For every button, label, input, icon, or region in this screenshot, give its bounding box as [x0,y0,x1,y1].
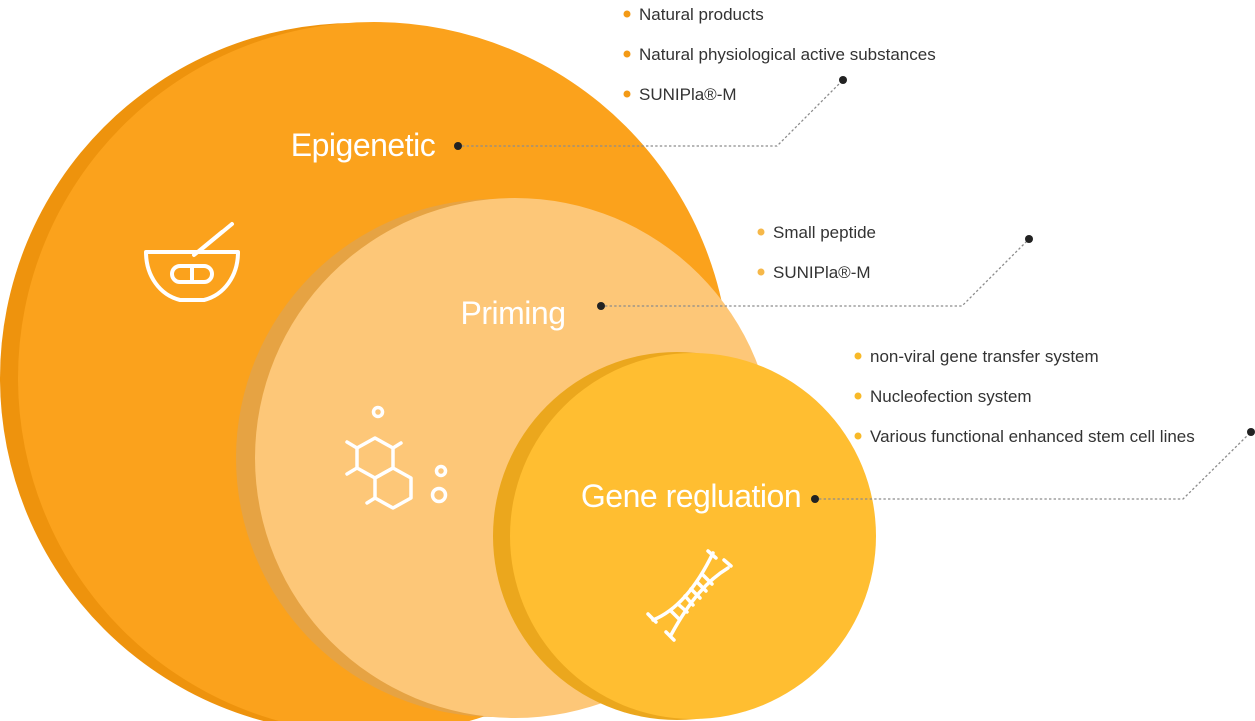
bullet-dot [854,432,862,440]
bullet-dot [623,10,631,18]
priming-connector-start-dot [597,302,605,310]
bullet-dot [854,392,862,400]
list-item: SUNIPla®-M [623,85,737,104]
list-item-text: Natural products [639,5,764,24]
bullet-dot [623,50,631,58]
list-item: non-viral gene transfer system [854,347,1099,366]
list-item-text: non-viral gene transfer system [870,347,1099,366]
priming-list: Small peptide SUNIPla®-M [757,223,876,282]
epigenetic-connector [454,76,847,150]
epigenetic-connector-end-dot [839,76,847,84]
list-item-text: Nucleofection system [870,387,1032,406]
list-item-text: Various functional enhanced stem cell li… [870,427,1195,446]
list-item: Small peptide [757,223,876,242]
bullet-dot [854,352,862,360]
epigenetic-list: Natural products Natural physiological a… [623,5,936,104]
bullet-dot [757,268,765,276]
bullet-dot [757,228,765,236]
bullet-dot [623,90,631,98]
list-item: SUNIPla®-M [757,263,871,282]
list-item-text: SUNIPla®-M [773,263,871,282]
list-item-text: SUNIPla®-M [639,85,737,104]
epigenetic-connector-start-dot [454,142,462,150]
gene-connector-start-dot [811,495,819,503]
list-item: Natural products [623,5,764,24]
dna-icon [646,549,733,642]
gene-connector-end-dot [1247,428,1255,436]
list-item-text: Small peptide [773,223,876,242]
list-item: Various functional enhanced stem cell li… [854,427,1195,446]
list-item-text: Natural physiological active substances [639,45,936,64]
priming-connector [597,235,1033,310]
gene-connector [811,428,1255,503]
mortar-pestle-icon [144,222,240,302]
gene-label: Gene regluation [581,478,801,514]
priming-connector-end-dot [1025,235,1033,243]
list-item: Nucleofection system [854,387,1032,406]
gene-circle-body [510,353,876,719]
list-item: Natural physiological active substances [623,45,936,64]
epigenetic-label: Epigenetic [291,127,436,163]
gene-circle [493,352,876,720]
molecule-icon [345,405,448,510]
priming-label: Priming [461,295,566,331]
gene-list: non-viral gene transfer system Nucleofec… [854,347,1195,446]
